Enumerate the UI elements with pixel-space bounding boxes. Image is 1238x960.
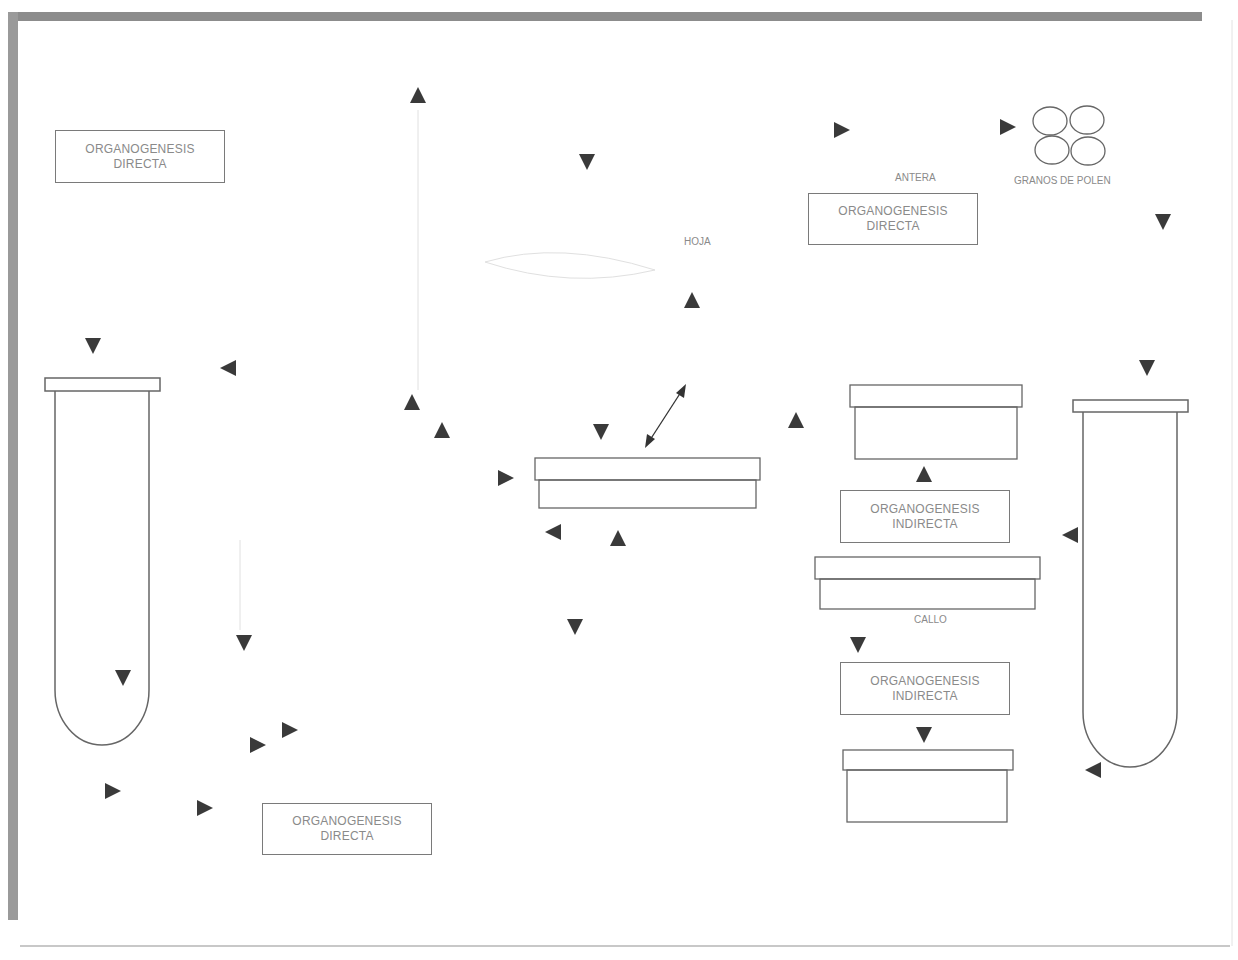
arrowhead bbox=[498, 470, 514, 486]
arrowhead bbox=[788, 412, 804, 428]
arrowhead bbox=[1155, 214, 1171, 230]
arrowhead bbox=[105, 783, 121, 799]
arrowhead bbox=[1000, 119, 1016, 135]
arrowhead bbox=[85, 338, 101, 354]
part-label: ANTERA bbox=[893, 172, 938, 183]
part-label: HOJA bbox=[682, 236, 713, 247]
part-label: GRANOS DE POLEN bbox=[1012, 175, 1113, 186]
arrowhead bbox=[610, 530, 626, 546]
arrowhead bbox=[1085, 762, 1101, 778]
test-tube bbox=[45, 378, 160, 745]
arrowheads bbox=[85, 87, 1171, 816]
arrowhead bbox=[1062, 527, 1078, 543]
arrowhead bbox=[434, 422, 450, 438]
arrowhead bbox=[404, 394, 420, 410]
test-tube bbox=[1073, 400, 1188, 767]
frame-line bbox=[20, 945, 1230, 947]
arrowhead bbox=[834, 122, 850, 138]
box-label: ORGANOGENESIS DIRECTA bbox=[64, 142, 216, 172]
arrowhead bbox=[236, 635, 252, 651]
arrowhead bbox=[410, 87, 426, 103]
pollen-grains bbox=[1033, 106, 1105, 165]
process-box: ORGANOGENESIS DIRECTA bbox=[262, 803, 432, 855]
arrowhead bbox=[567, 619, 583, 635]
arrowhead bbox=[916, 727, 932, 743]
frame-bar bbox=[8, 12, 18, 920]
frame-line bbox=[1232, 20, 1233, 946]
double-arrow bbox=[645, 384, 686, 448]
arrowhead bbox=[115, 670, 131, 686]
part-label: CALLO bbox=[912, 614, 949, 625]
arrowhead bbox=[220, 360, 236, 376]
arrowhead bbox=[916, 466, 932, 482]
arrowhead bbox=[850, 637, 866, 653]
arrowhead bbox=[250, 737, 266, 753]
arrowhead bbox=[593, 424, 609, 440]
arrowhead bbox=[545, 524, 561, 540]
frame-bar bbox=[10, 12, 1202, 21]
box-label: ORGANOGENESIS INDIRECTA bbox=[849, 674, 1001, 704]
box-label: ORGANOGENESIS DIRECTA bbox=[271, 814, 423, 844]
process-box: ORGANOGENESIS INDIRECTA bbox=[840, 662, 1010, 715]
arrowhead bbox=[1139, 360, 1155, 376]
petri-dish bbox=[850, 385, 1022, 459]
petri-dish bbox=[815, 557, 1040, 609]
box-label: ORGANOGENESIS DIRECTA bbox=[817, 204, 969, 234]
arrowhead bbox=[197, 800, 213, 816]
process-box: ORGANOGENESIS INDIRECTA bbox=[840, 490, 1010, 543]
arrowhead bbox=[579, 154, 595, 170]
box-label: ORGANOGENESIS INDIRECTA bbox=[849, 502, 1001, 532]
process-box: ORGANOGENESIS DIRECTA bbox=[55, 130, 225, 183]
faint-sketch bbox=[240, 110, 655, 630]
process-box: ORGANOGENESIS DIRECTA bbox=[808, 193, 978, 245]
petri-dish bbox=[535, 458, 760, 508]
arrowhead bbox=[684, 292, 700, 308]
arrowhead bbox=[282, 722, 298, 738]
petri-dish bbox=[843, 750, 1013, 822]
